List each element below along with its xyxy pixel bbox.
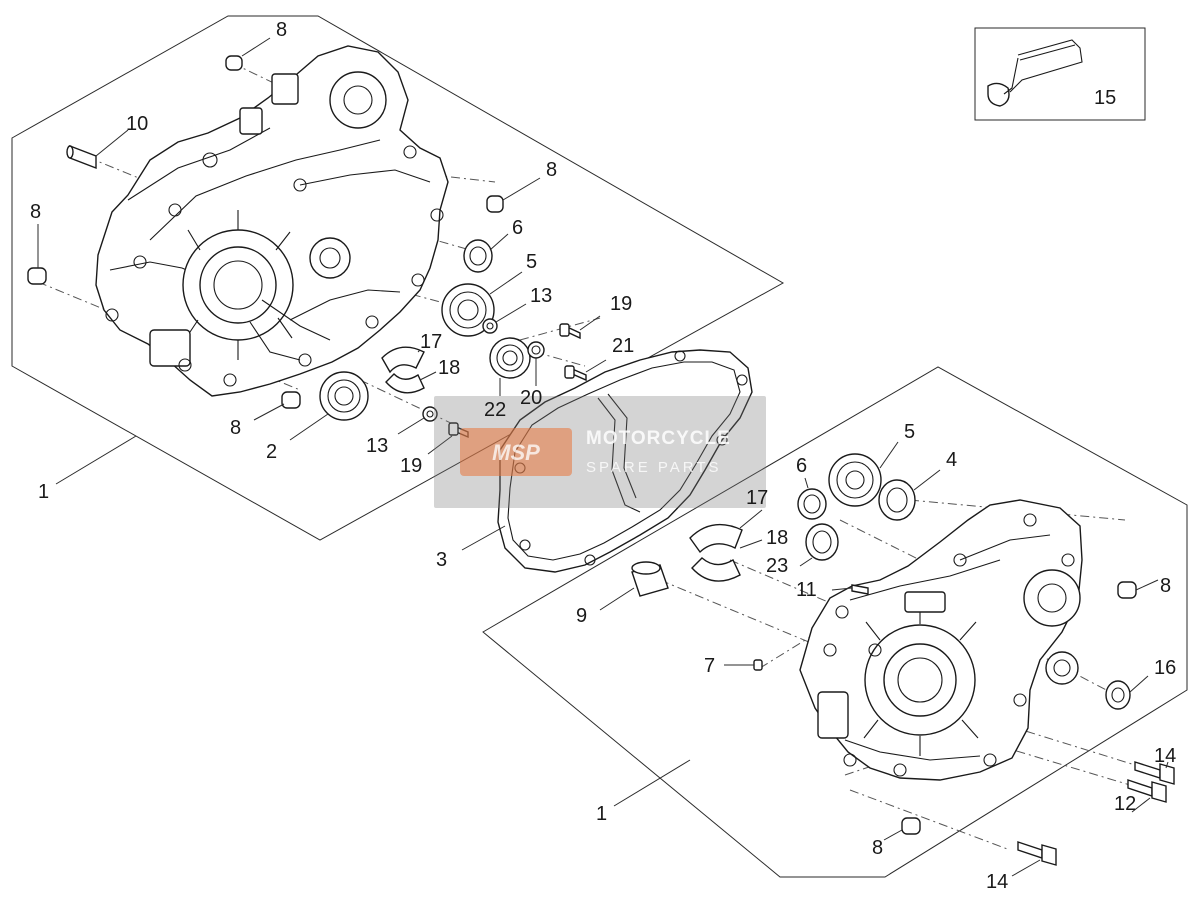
half-bearing-17-left xyxy=(381,346,425,374)
callout-13: 13 xyxy=(530,285,552,307)
bearing-6-left xyxy=(463,239,493,273)
callout-19: 19 xyxy=(610,293,632,315)
right-crankcase-group-frame xyxy=(482,366,1188,878)
callout-8: 8 xyxy=(30,201,41,223)
callout-14: 14 xyxy=(1154,745,1176,767)
callout-2: 2 xyxy=(266,441,277,463)
bearing-6-right xyxy=(797,488,827,520)
callout-1: 1 xyxy=(596,803,607,825)
callout-20: 20 xyxy=(520,387,542,409)
callout-21: 21 xyxy=(612,335,634,357)
callout-8: 8 xyxy=(1160,575,1171,597)
right-crankcase-half xyxy=(799,499,1083,781)
callout-17: 17 xyxy=(746,487,768,509)
half-bearing-18-left xyxy=(385,373,425,394)
callout-9: 9 xyxy=(576,605,587,627)
leader-lines xyxy=(37,37,1169,877)
left-crankcase-group-frame xyxy=(11,15,785,541)
half-bearing-17-right xyxy=(689,523,743,554)
oil-seal-16 xyxy=(1105,680,1131,710)
callout-19: 19 xyxy=(400,455,422,477)
callout-6: 6 xyxy=(796,455,807,477)
callout-16: 16 xyxy=(1154,657,1176,679)
inset-frame-part-15 xyxy=(974,27,1146,121)
needle-bearing-23 xyxy=(805,523,839,561)
callout-5: 5 xyxy=(904,421,915,443)
callout-14: 14 xyxy=(986,871,1008,893)
watermark-line-1: MOTORCYCLE xyxy=(586,428,731,449)
right-small-parts xyxy=(631,453,1175,866)
callout-8: 8 xyxy=(872,837,883,859)
left-crankcase-half xyxy=(95,45,449,397)
callout-22: 22 xyxy=(484,399,506,421)
spring-clip-15 xyxy=(987,39,1083,107)
crankcase-gasket xyxy=(497,349,753,573)
callout-labels: 8 10 8 8 6 5 13 19 21 17 18 20 22 8 2 13… xyxy=(30,19,1176,893)
callout-17: 17 xyxy=(420,331,442,353)
callout-12: 12 xyxy=(1114,793,1136,815)
watermark-logo: MSP xyxy=(492,440,540,465)
callout-23: 23 xyxy=(766,555,788,577)
bearing-22 xyxy=(489,337,531,379)
callout-7: 7 xyxy=(704,655,715,677)
callout-5: 5 xyxy=(526,251,537,273)
watermark: MSP MOTORCYCLE SPARE PARTS xyxy=(434,396,766,508)
callout-18: 18 xyxy=(438,357,460,379)
dowel-pin-top xyxy=(225,55,243,71)
callout-10: 10 xyxy=(126,113,148,135)
dowel-pin-left xyxy=(27,267,47,285)
bearing-2 xyxy=(319,371,369,421)
callout-15: 15 xyxy=(1094,87,1116,109)
callout-13: 13 xyxy=(366,435,388,457)
callout-8: 8 xyxy=(276,19,287,41)
oil-seal-4 xyxy=(878,479,916,521)
callout-3: 3 xyxy=(436,549,447,571)
callout-8: 8 xyxy=(546,159,557,181)
callout-6: 6 xyxy=(512,217,523,239)
dowel-pin-right xyxy=(486,195,504,213)
watermark-line-2: SPARE PARTS xyxy=(586,459,722,476)
callout-1: 1 xyxy=(38,481,49,503)
callout-8: 8 xyxy=(230,417,241,439)
half-bearing-18-right xyxy=(691,557,741,582)
callout-11: 11 xyxy=(796,579,817,601)
callout-4: 4 xyxy=(946,449,957,471)
pin-10 xyxy=(69,144,97,170)
dowel-pin-bottom xyxy=(281,391,301,409)
callout-18: 18 xyxy=(766,527,788,549)
